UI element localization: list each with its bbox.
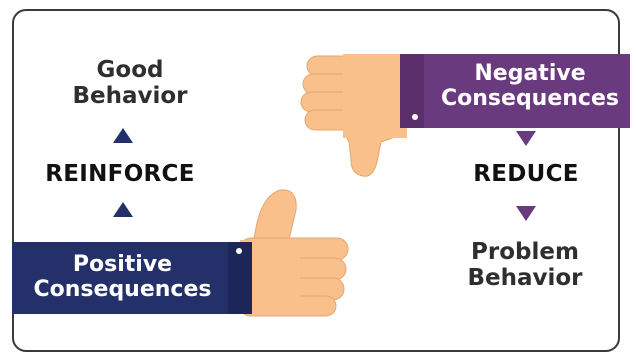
down-arrow-icon (516, 131, 536, 146)
positive-consequences-cuff (12, 242, 252, 314)
positive-consequences-label: Positive Consequences (33, 252, 212, 302)
reduce-label: REDUCE (473, 161, 579, 187)
thumbs-up-icon (239, 189, 349, 317)
good-behavior-label: Good Behavior (72, 57, 188, 109)
negative-consequences-cuff (400, 54, 630, 128)
reinforce-label: REINFORCE (45, 161, 195, 187)
up-arrow-icon (113, 128, 133, 143)
problem-behavior-label: Problem Behavior (467, 239, 583, 291)
down-arrow-icon (516, 206, 536, 221)
up-arrow-icon (113, 202, 133, 217)
negative-consequences-label: Negative Consequences (441, 61, 619, 111)
